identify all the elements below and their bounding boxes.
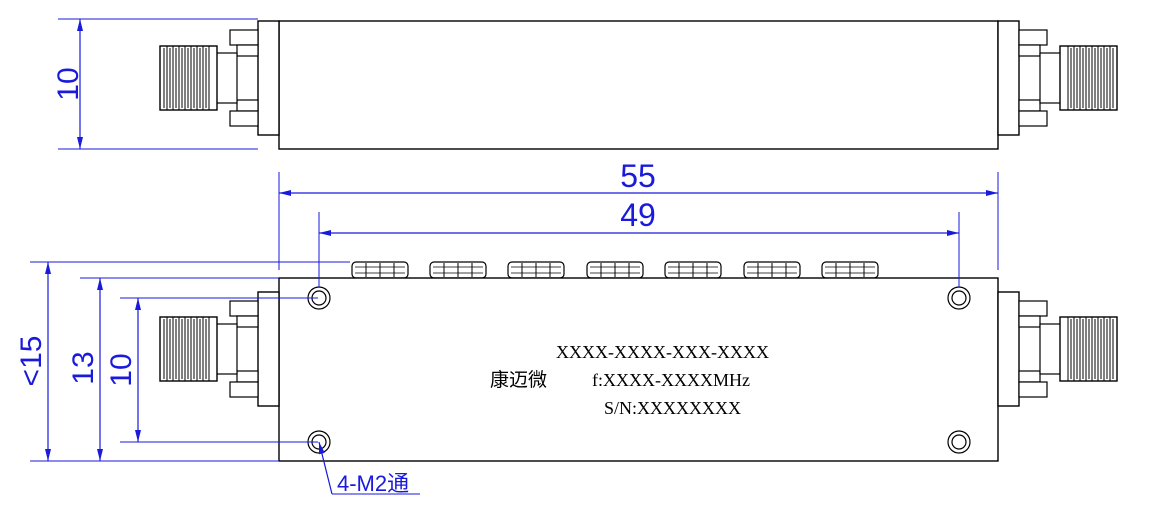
top-view-body (278, 20, 999, 150)
tuning-screw (664, 261, 722, 279)
serial-number-text: S/N:XXXXXXXX (604, 398, 741, 418)
mounting-holes (307, 286, 971, 454)
dimension-body-height-text: 13 (67, 351, 100, 384)
dimension-hole-spacing-text: 49 (620, 197, 656, 233)
dimension-overall-length-text: 55 (620, 158, 656, 194)
tuning-screw (507, 261, 565, 279)
dimension-height-max: <15 (15, 261, 350, 462)
tuning-screw (429, 261, 487, 279)
mounting-hole (947, 430, 971, 454)
side-view: XXXX-XXXX-XXX-XXXX 康迈微 f:XXXX-XXXXMHz S/… (15, 158, 1118, 496)
side-view-left-connector (159, 291, 280, 407)
hole-callout: 4-M2通 (318, 441, 420, 496)
part-number-text: XXXX-XXXX-XXX-XXXX (556, 342, 769, 362)
dimension-connector-height-text: 10 (105, 353, 138, 386)
hole-callout-text: 4-M2通 (337, 471, 409, 496)
dimension-top-height: 10 (52, 18, 258, 150)
side-view-body (278, 277, 999, 462)
top-view-left-connector (159, 20, 280, 136)
dimension-top-height-text: 10 (52, 67, 85, 100)
dimension-hole-spacing: 49 (318, 197, 960, 287)
tuning-screw (743, 261, 801, 279)
mounting-hole (947, 286, 971, 310)
dimension-body-height: 13 (67, 277, 279, 461)
frequency-text: f:XXXX-XXXXMHz (592, 370, 750, 390)
tuning-screw (351, 261, 409, 279)
dimension-overall-length: 55 (278, 158, 999, 270)
tuning-screws (351, 261, 879, 279)
top-view: 10 (52, 18, 1118, 150)
tuning-screw (821, 261, 879, 279)
side-view-right-connector (997, 291, 1118, 407)
dimension-height-max-text: <15 (15, 336, 48, 387)
dimension-connector-height: 10 (105, 297, 318, 443)
brand-text: 康迈微 (490, 369, 547, 391)
product-label: XXXX-XXXX-XXX-XXXX 康迈微 f:XXXX-XXXXMHz S/… (490, 342, 769, 418)
tuning-screw (586, 261, 644, 279)
top-view-right-connector (997, 20, 1118, 136)
